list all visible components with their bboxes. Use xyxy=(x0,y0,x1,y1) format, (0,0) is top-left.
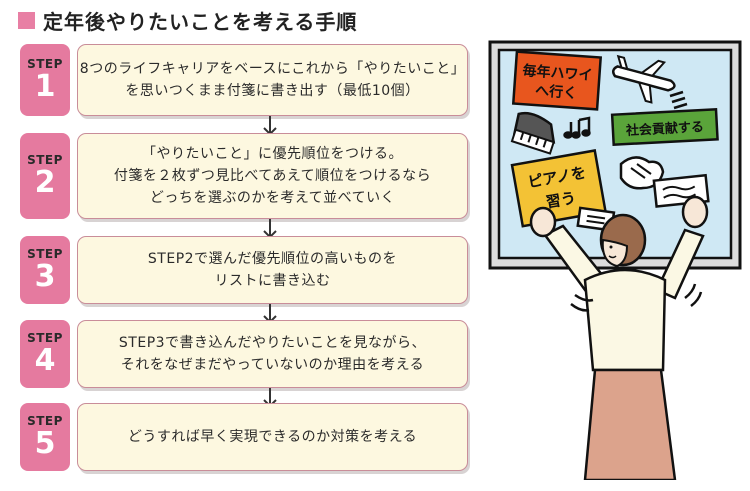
step-text-line: 付箋を２枚ずつ見比べてあえて順位をつけるなら xyxy=(113,168,432,184)
step-text-line: それをなぜまだやっていないのか理由を考える xyxy=(120,357,425,373)
illustration-woman-with-board: 毎年ハワイ へ行く 社会貢献する ピアノを 習う xyxy=(488,40,742,480)
step-text-line: どうすれば早く実現できるのか対策を考える xyxy=(127,429,418,445)
airplane-icon xyxy=(611,54,676,104)
step-number: 5 xyxy=(34,426,56,461)
title-square-marker xyxy=(18,11,35,29)
page-title: 定年後やりたいことを考える手順 xyxy=(18,6,357,34)
step-text-line: リストに書き込む xyxy=(214,273,331,289)
step-2: STEP 2 「やりたいこと」に優先順位をつける。 付箋を２枚ずつ見比べてあえて… xyxy=(20,133,468,219)
woman-right-arm xyxy=(655,228,705,300)
step-label: STEP xyxy=(27,247,63,261)
step-description-box: 8つのライフキャリアをベースにこれから「やりたいこと」 を思いつくまま付箋に書き… xyxy=(77,44,468,116)
step-badge: STEP 3 xyxy=(20,236,70,304)
step-text-line: STEP3で書き込んだやりたいことを見ながら、 xyxy=(118,335,427,351)
step-text-line: を思いつくまま付箋に書き出す（最低10個） xyxy=(125,83,420,99)
step-4: STEP 4 STEP3で書き込んだやりたいことを見ながら、 それをなぜまだやっ… xyxy=(20,320,468,388)
note-social-text: 社会貢献する xyxy=(625,119,705,139)
step-label: STEP xyxy=(27,57,63,71)
wobble-lines xyxy=(570,283,703,312)
step-3: STEP 3 STEP2で選んだ優先順位の高いものを リストに書き込む xyxy=(20,236,468,304)
step-badge: STEP 2 xyxy=(20,133,70,219)
step-1: STEP 1 8つのライフキャリアをベースにこれから「やりたいこと」 を思いつく… xyxy=(20,44,468,116)
music-notes-icon xyxy=(563,116,591,139)
step-badge: STEP 1 xyxy=(20,44,70,116)
step-number: 4 xyxy=(34,343,56,378)
note-social-contribution: 社会貢献する xyxy=(610,107,719,147)
step-badge: STEP 5 xyxy=(20,403,70,471)
step-label: STEP xyxy=(27,414,63,428)
step-text-line: STEP2で選んだ優先順位の高いものを xyxy=(147,251,398,267)
step-number: 3 xyxy=(34,259,56,294)
handshake-icon xyxy=(619,156,665,190)
step-5: STEP 5 どうすれば早く実現できるのか対策を考える xyxy=(20,403,468,471)
note-hawaii-line2: へ行く xyxy=(535,82,578,102)
step-description-box: 「やりたいこと」に優先順位をつける。 付箋を２枚ずつ見比べてあえて順位をつけるな… xyxy=(77,133,468,219)
step-label: STEP xyxy=(27,153,63,167)
piano-icon xyxy=(510,111,556,155)
woman-skirt xyxy=(583,368,677,480)
note-hawaii-line1: 毎年ハワイ xyxy=(522,62,593,84)
step-label: STEP xyxy=(27,331,63,345)
step-number: 2 xyxy=(34,165,56,200)
step-description-box: STEP3で書き込んだやりたいことを見ながら、 それをなぜまだやっていないのか理… xyxy=(77,320,468,388)
woman-face xyxy=(601,238,629,268)
step-text-line: 8つのライフキャリアをベースにこれから「やりたいこと」 xyxy=(79,61,466,77)
step-description-box: STEP2で選んだ優先順位の高いものを リストに書き込む xyxy=(77,236,468,304)
step-badge: STEP 4 xyxy=(20,320,70,388)
step-text-line: 「やりたいこと」に優先順位をつける。 xyxy=(142,146,403,162)
step-number: 1 xyxy=(34,69,56,104)
woman-right-hand xyxy=(681,195,709,229)
woman-left-hand xyxy=(529,206,557,238)
motion-lines xyxy=(669,90,688,110)
note-piano-line2: 習う xyxy=(545,189,578,212)
step-description-box: どうすれば早く実現できるのか対策を考える xyxy=(77,403,468,471)
woman-sweater xyxy=(583,268,667,372)
note-hawaii: 毎年ハワイ へ行く xyxy=(511,50,603,111)
step-text-line: どっちを選ぶのかを考えて並べていく xyxy=(149,190,396,206)
title-text: 定年後やりたいことを考える手順 xyxy=(43,9,358,34)
